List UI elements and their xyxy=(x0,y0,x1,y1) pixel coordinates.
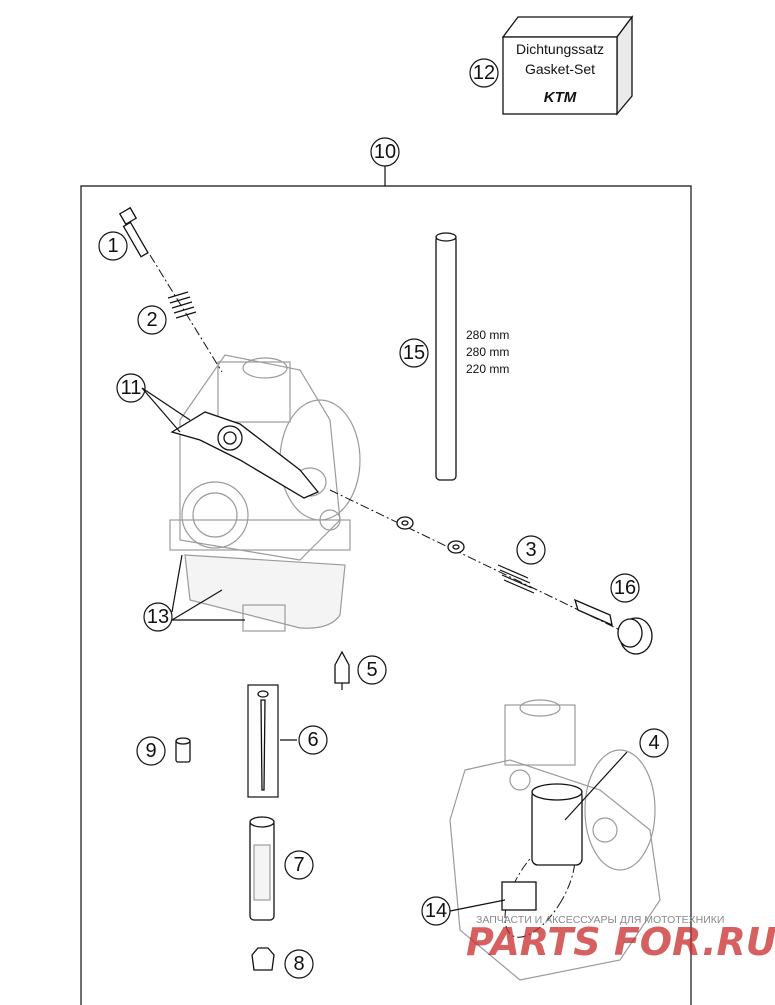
svg-text:4: 4 xyxy=(648,732,659,754)
hose-length-2: 280 mm xyxy=(466,345,509,359)
watermark-tagline: ЗАПЧАСТИ И АКСЕССУАРЫ ДЛЯ МОТОТЕХНИКИ xyxy=(476,914,724,926)
callout-6: 6 xyxy=(298,725,328,755)
callout-2: 2 xyxy=(137,305,167,335)
callout-8: 8 xyxy=(284,949,314,979)
callout-7: 7 xyxy=(284,850,314,880)
svg-text:10: 10 xyxy=(374,141,396,163)
svg-text:1: 1 xyxy=(107,235,118,257)
callout-12: 12 xyxy=(469,58,499,88)
callout-16: 16 xyxy=(610,573,640,603)
svg-text:11: 11 xyxy=(121,377,142,399)
callout-15: 15 xyxy=(399,338,429,368)
svg-text:15: 15 xyxy=(403,342,425,364)
carburetor-kit-frame xyxy=(80,166,692,1005)
leader-lines xyxy=(141,387,628,912)
callout-5: 5 xyxy=(357,655,387,685)
watermark: ЗАПЧАСТИ И АКСЕССУАРЫ ДЛЯ МОТОТЕХНИКИ PA… xyxy=(466,914,775,964)
callout-1: 1 xyxy=(98,231,128,261)
callout-14: 14 xyxy=(421,896,451,926)
hose-length-3: 220 mm xyxy=(466,362,509,376)
svg-text:9: 9 xyxy=(145,740,156,762)
callout-3: 3 xyxy=(516,535,546,565)
svg-text:8: 8 xyxy=(293,953,304,975)
gasket-set-box: Dichtungssatz Gasket-Set KTM xyxy=(501,15,634,116)
svg-text:13: 13 xyxy=(147,606,169,628)
idle-screw-assembly xyxy=(118,206,223,373)
svg-text:14: 14 xyxy=(425,900,447,922)
carburetor-body-top xyxy=(169,354,361,632)
float-needle xyxy=(334,650,350,690)
callout-13: 13 xyxy=(143,602,173,632)
callout-10: 10 xyxy=(370,137,400,167)
jet-needle xyxy=(247,684,279,798)
svg-text:2: 2 xyxy=(146,309,157,331)
svg-text:12: 12 xyxy=(473,62,495,84)
callout-9: 9 xyxy=(136,736,166,766)
hose-length-1: 280 mm xyxy=(466,328,509,342)
needle-jet xyxy=(249,816,275,921)
svg-text:5: 5 xyxy=(366,659,377,681)
hose-lengths: 280 mm 280 mm 220 mm xyxy=(466,328,509,376)
gasket-box-label-en: Gasket-Set xyxy=(525,61,595,77)
callout-11: 11 xyxy=(116,373,146,403)
air-screw-assembly xyxy=(329,489,653,655)
pilot-jet xyxy=(251,947,275,971)
main-jet xyxy=(175,737,191,763)
ktm-logo: KTM xyxy=(544,89,577,106)
svg-text:16: 16 xyxy=(614,577,636,599)
callout-4: 4 xyxy=(639,728,669,758)
vent-hose xyxy=(435,232,457,481)
spring-part-2 xyxy=(167,291,197,319)
watermark-brand: PARTS FOR.RU xyxy=(466,920,775,964)
carburetor-body-bottom xyxy=(449,699,661,981)
svg-text:3: 3 xyxy=(525,539,536,561)
gasket-box-label-de: Dichtungssatz xyxy=(516,41,604,57)
svg-text:7: 7 xyxy=(293,854,304,876)
svg-text:6: 6 xyxy=(307,729,318,751)
